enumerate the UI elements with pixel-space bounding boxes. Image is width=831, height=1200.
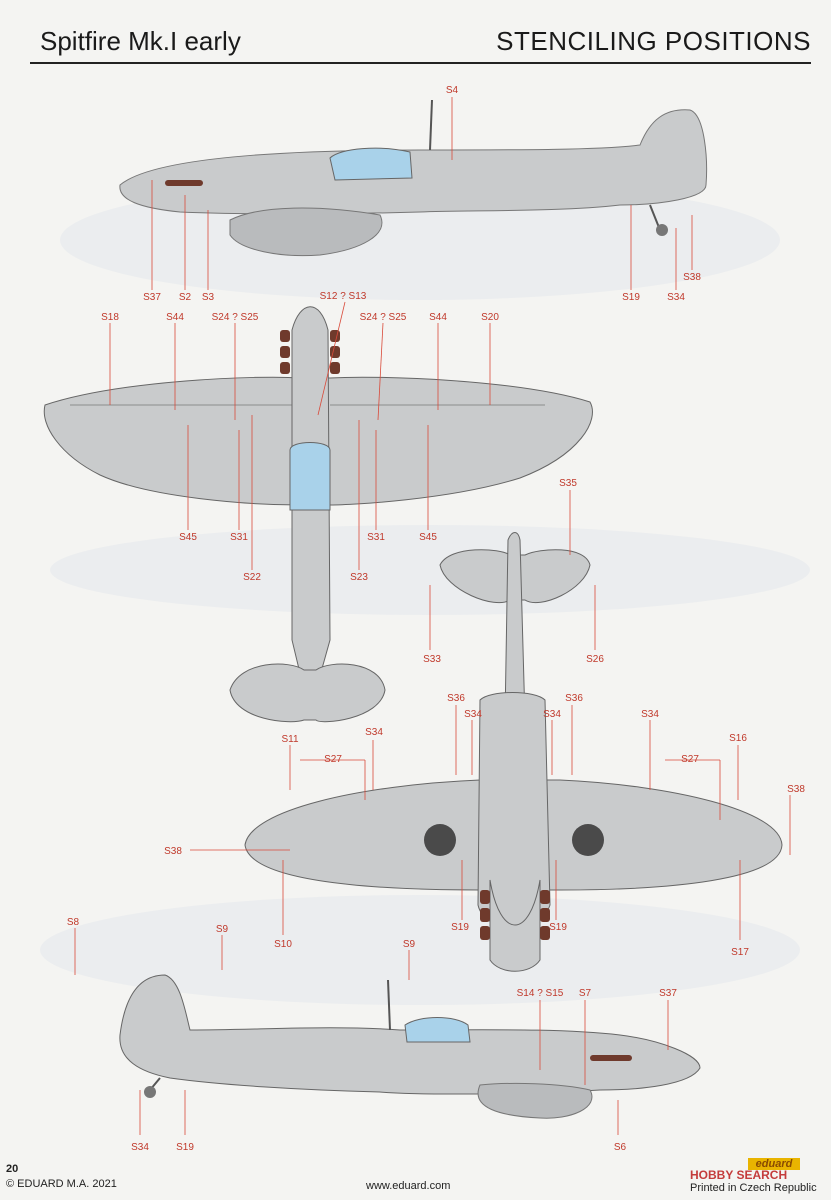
side-view-left-profile [119,99,708,257]
callout-s6: S6 [614,1142,627,1153]
callout-s22: S22 [243,572,261,583]
side-view-right-profile [119,974,701,1119]
callout-s3: S3 [202,292,215,303]
printed-in-notice: Printed in Czech Republic [690,1182,817,1194]
callout-s4: S4 [446,85,459,96]
callout-s9-left: S9 [216,924,229,935]
plan-view-top [43,306,593,723]
callout-s34-bottom: S34 [131,1142,149,1153]
callout-s34-outer-right: S34 [641,709,659,720]
callout-s8: S8 [67,917,80,928]
callout-s38-right: S38 [787,784,805,795]
header-rule [30,62,811,64]
callout-s31-right: S31 [367,532,385,543]
callout-s27-right: S27 [681,754,699,765]
website-url[interactable]: www.eduard.com [366,1180,451,1192]
callout-s10: S10 [274,939,292,950]
page-number: 20 [6,1163,19,1175]
callout-s34-inner-left: S34 [464,709,482,720]
page-title-model: Spitfire Mk.I early [40,26,241,56]
callout-s9-right: S9 [403,939,416,950]
callout-s34-outer-left: S34 [365,727,383,738]
callout-s45-left: S45 [179,532,197,543]
callout-s7: S7 [579,988,592,999]
callout-s24-s25-right: S24 ? S25 [360,312,407,323]
tailplane-top-view [439,532,591,721]
callout-s33: S33 [423,654,441,665]
callout-s19: S19 [622,292,640,303]
callout-s34: S34 [667,292,685,303]
plan-view-bottom [244,692,783,972]
background-ghost-art [40,180,810,1005]
callout-s11: S11 [281,734,298,745]
callout-s35: S35 [559,478,577,489]
callout-s17: S17 [731,947,749,958]
callout-s37-bottom: S37 [659,988,677,999]
callout-s16: S16 [729,733,747,744]
callout-s45-right: S45 [419,532,437,543]
callout-s14-s15: S14 ? S15 [517,988,564,999]
callout-s26: S26 [586,654,604,665]
callout-s36-left: S36 [447,693,465,704]
callout-s2: S2 [179,292,192,303]
callout-s18: S18 [101,312,119,323]
callout-s36-right: S36 [565,693,583,704]
callout-s19-left: S19 [451,922,469,933]
callout-s37: S37 [143,292,161,303]
callout-s44-left: S44 [166,312,184,323]
callout-s38-left: S38 [164,846,182,857]
callout-leaders [74,97,791,1135]
callout-s38: S38 [683,272,701,283]
callout-s19-right: S19 [549,922,567,933]
callout-labels: S4 S37 S2 S3 S19 S34 S38 S18 S44 S24 ? S… [67,85,805,1153]
copyright-notice: © EDUARD M.A. 2021 [6,1178,117,1190]
callout-s23: S23 [350,572,368,583]
callout-s44-right: S44 [429,312,447,323]
callout-s20: S20 [481,312,499,323]
callout-s24-s25-left: S24 ? S25 [212,312,259,323]
callout-s12-s13: S12 ? S13 [320,291,367,302]
callout-s19-bottom: S19 [176,1142,194,1153]
eduard-logo: eduard [748,1158,800,1170]
callout-s34-inner-right: S34 [543,709,561,720]
hobby-search-watermark: HOBBY SEARCH [690,1168,788,1182]
callout-s27-left: S27 [324,754,342,765]
page-title-section: STENCILING POSITIONS [496,26,811,56]
callout-s31-left: S31 [230,532,248,543]
